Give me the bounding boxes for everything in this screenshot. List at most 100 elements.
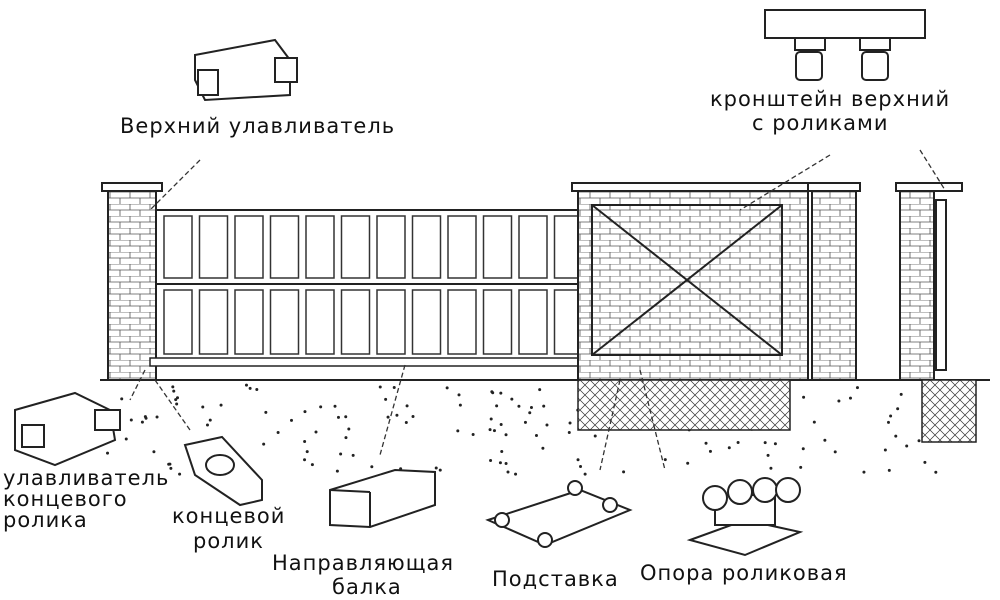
ground-dot xyxy=(395,413,399,417)
label-upper-bracket-2: с роликами xyxy=(752,111,889,135)
ground-dot xyxy=(528,411,532,415)
ground-dot xyxy=(886,420,890,424)
ground-dot xyxy=(370,465,374,469)
ground-dot xyxy=(276,430,280,434)
ground-dot xyxy=(896,407,900,411)
ground-dot xyxy=(491,391,495,395)
label-end-catcher-1: улавливатель xyxy=(3,466,170,490)
ground-dot xyxy=(568,421,572,425)
ground-dot xyxy=(386,415,390,419)
ground-dot xyxy=(500,449,504,453)
ground-dot xyxy=(576,458,580,462)
ground-dot xyxy=(495,404,499,408)
gate-panel xyxy=(163,289,193,355)
ground-dot xyxy=(411,415,415,419)
ground-dot xyxy=(458,403,462,407)
gate-panel xyxy=(376,215,406,279)
ground-dot xyxy=(457,393,461,397)
label-end-catcher-2: концевого xyxy=(3,487,128,511)
ground-dot xyxy=(378,385,382,389)
ground-dot xyxy=(347,427,351,431)
ground-dot xyxy=(769,466,773,470)
gate-panel xyxy=(340,215,371,279)
ground-dot xyxy=(169,466,173,470)
ground-dot xyxy=(812,420,816,424)
ground-dot xyxy=(310,463,314,467)
ground-dot xyxy=(124,437,128,441)
ground-dot xyxy=(773,442,777,446)
ground-dot xyxy=(529,406,533,410)
ground-dot xyxy=(663,458,667,462)
ground-dot xyxy=(438,468,442,472)
ground-dot xyxy=(120,397,124,401)
ground-dot xyxy=(289,418,293,422)
ground-dot xyxy=(766,453,770,457)
ground-dot xyxy=(567,430,571,434)
ground-dot xyxy=(351,453,355,457)
stand-icon xyxy=(485,480,633,548)
ground-dot xyxy=(534,433,538,437)
ground-dot xyxy=(541,446,545,450)
ground-dot xyxy=(171,385,175,389)
ground-dot xyxy=(905,444,909,448)
ground-dot xyxy=(201,405,205,409)
ground-dot xyxy=(255,388,259,392)
ground-dot xyxy=(510,397,514,401)
ground-dot xyxy=(314,430,318,434)
ground-dot xyxy=(335,469,339,473)
gate-panel xyxy=(305,289,335,355)
ground-dot xyxy=(205,423,209,427)
ground-dot xyxy=(855,386,859,390)
ground-dot xyxy=(899,392,903,396)
leader-lines xyxy=(129,149,946,471)
ground-dot xyxy=(344,415,348,419)
ground-dot xyxy=(333,404,337,408)
ground-dot xyxy=(155,415,159,419)
ground-dot xyxy=(319,405,323,409)
ground-dot xyxy=(504,462,508,466)
ground-dot xyxy=(456,429,460,433)
ground-dot xyxy=(106,451,110,455)
ground-dot xyxy=(176,396,180,400)
ground-dot xyxy=(175,402,179,406)
upper-catcher-icon xyxy=(194,38,298,102)
ground-dot xyxy=(434,466,438,470)
gate-panel xyxy=(411,215,442,279)
gate-panel xyxy=(234,289,264,355)
ground-dot xyxy=(174,398,178,402)
ground-dot xyxy=(172,389,176,393)
gate-panel xyxy=(198,289,229,355)
label-upper-bracket-1: кронштейн верхний xyxy=(710,87,951,111)
ground-dot xyxy=(303,440,307,444)
ground-dot xyxy=(219,403,223,407)
ground-dot xyxy=(152,450,156,454)
ground-dot xyxy=(862,470,866,474)
ground-dot xyxy=(889,414,893,418)
right-pillar xyxy=(895,182,963,381)
ground-dot xyxy=(686,461,690,465)
label-guide-beam-2: балка xyxy=(332,575,402,599)
ground-dot xyxy=(736,441,740,445)
ground-dot xyxy=(208,418,212,422)
ground-dot xyxy=(178,472,182,476)
ground-dot xyxy=(392,385,396,389)
left-pillar xyxy=(101,182,163,381)
upper-bracket-icon xyxy=(764,9,926,81)
ground-dot xyxy=(248,386,252,390)
ground-dot xyxy=(504,433,508,437)
ground-dot xyxy=(499,391,503,395)
ground-dot xyxy=(404,421,408,425)
gate-panel xyxy=(482,215,513,279)
ground-dot xyxy=(704,441,708,445)
label-roller-support: Опора роликовая xyxy=(640,561,848,585)
ground-dot xyxy=(622,470,626,474)
ground-dot xyxy=(339,452,343,456)
ground-dot xyxy=(303,458,307,462)
gate-panel xyxy=(376,289,406,355)
ground-dot xyxy=(167,462,171,466)
ground-dot xyxy=(344,436,348,440)
gate-panel xyxy=(482,289,513,355)
middle-pillar xyxy=(807,182,861,381)
ground-dot xyxy=(579,465,583,469)
